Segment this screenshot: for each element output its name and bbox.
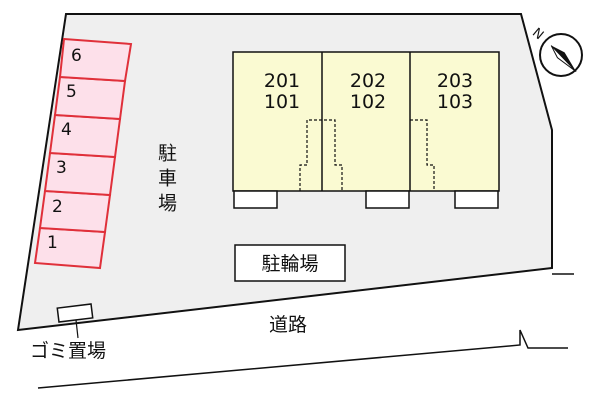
- parking-slot-label-2: 2: [52, 197, 63, 217]
- parking-slot-label-4: 4: [61, 120, 72, 140]
- parking-slot-6: [58, 37, 133, 83]
- unit-number-lower: 103: [437, 91, 473, 113]
- building-outline: [232, 51, 500, 192]
- parking-slot-label-5: 5: [66, 82, 77, 102]
- balcony: [454, 190, 499, 209]
- parking-slot-label-6: 6: [71, 46, 82, 66]
- unit-number-upper: 203: [437, 70, 473, 92]
- bicycle-parking-area: [234, 244, 346, 282]
- garbage-label: ゴミ置場: [30, 340, 106, 362]
- compass-icon: [539, 33, 583, 77]
- bicycle-parking-label: 駐輪場: [261, 253, 318, 275]
- unit-number-lower: 102: [350, 91, 386, 113]
- garbage-leader-line: [75, 319, 79, 339]
- road-label: 道路: [269, 314, 307, 336]
- building: 201 101 202 102 203 103: [232, 51, 500, 209]
- garbage-area: [56, 303, 94, 323]
- balcony: [365, 190, 410, 209]
- stair-outline: [299, 119, 343, 191]
- stair-outline: [410, 119, 435, 191]
- parking-label: 駐車場: [155, 143, 177, 218]
- compass-north-label: N: [529, 25, 546, 43]
- parking-slot-label-3: 3: [56, 158, 67, 178]
- road-edge-line: [37, 329, 568, 389]
- balcony: [233, 190, 278, 209]
- parking-slot-label-1: 1: [47, 233, 58, 253]
- parking-slot-2: [38, 189, 112, 234]
- parking-slot-1: [33, 226, 107, 270]
- parking-slots: 1 2 3 4 5 6: [33, 37, 133, 270]
- unit-number-lower: 101: [264, 91, 300, 113]
- unit-number-upper: 202: [350, 70, 386, 92]
- unit-number-upper: 201: [264, 70, 300, 92]
